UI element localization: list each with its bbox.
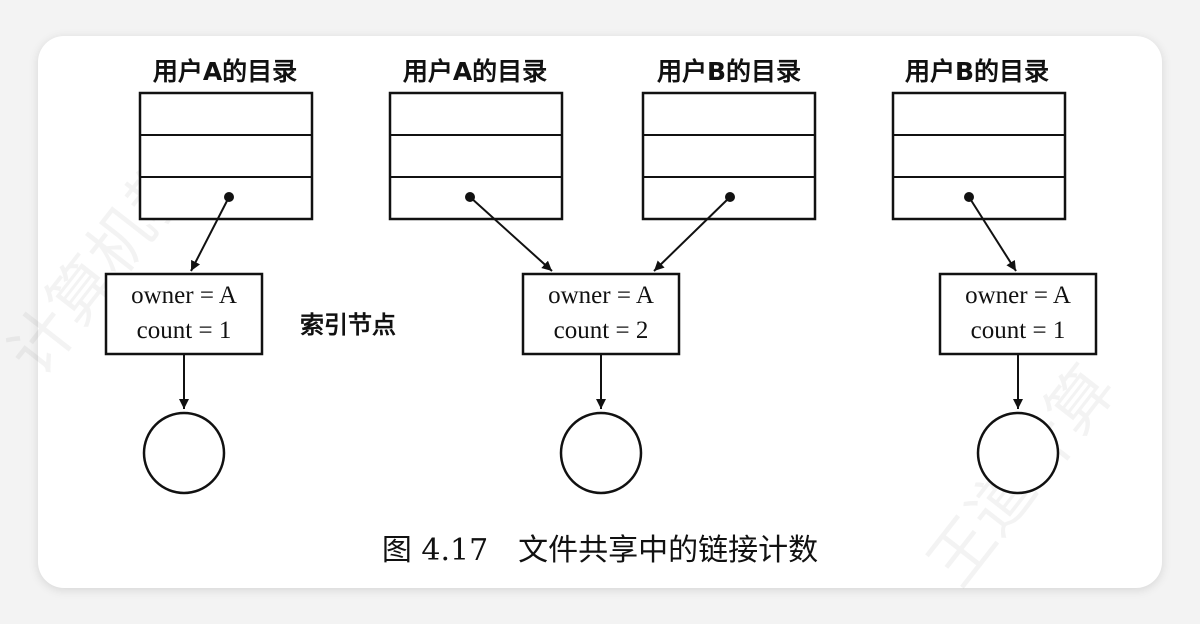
inode-box-1: owner = A count = 1 — [104, 272, 264, 356]
figure-caption: 图 4.17 文件共享中的链接计数 — [382, 533, 818, 568]
directory-title-2: 用户A的目录 — [403, 57, 547, 86]
directory-title-4: 用户B的目录 — [905, 57, 1049, 86]
directory-table-1 — [138, 91, 314, 221]
directory-title-3: 用户B的目录 — [657, 57, 801, 86]
directory-title-1: 用户A的目录 — [153, 57, 297, 86]
inode-count: count = 2 — [554, 317, 649, 344]
inode-count: count = 1 — [971, 317, 1066, 344]
inode-box-3: owner = A count = 1 — [938, 272, 1098, 356]
inode-owner: owner = A — [548, 282, 654, 309]
inode-count: count = 1 — [137, 317, 232, 344]
directory-table-2 — [388, 91, 564, 221]
inode-label: 索引节点 — [300, 311, 396, 339]
directory-table-4 — [891, 91, 1067, 221]
file-circle-3 — [976, 411, 1060, 495]
inode-box-2: owner = A count = 2 — [521, 272, 681, 356]
file-circle-1 — [142, 411, 226, 495]
inode-owner: owner = A — [131, 282, 237, 309]
file-circle-2 — [559, 411, 643, 495]
directory-table-3 — [641, 91, 817, 221]
link-arrow-1 — [190, 196, 230, 272]
link-arrow-3 — [653, 196, 731, 272]
inode-owner: owner = A — [965, 282, 1071, 309]
link-arrow-4 — [968, 196, 1017, 272]
link-arrow-2 — [469, 196, 553, 272]
